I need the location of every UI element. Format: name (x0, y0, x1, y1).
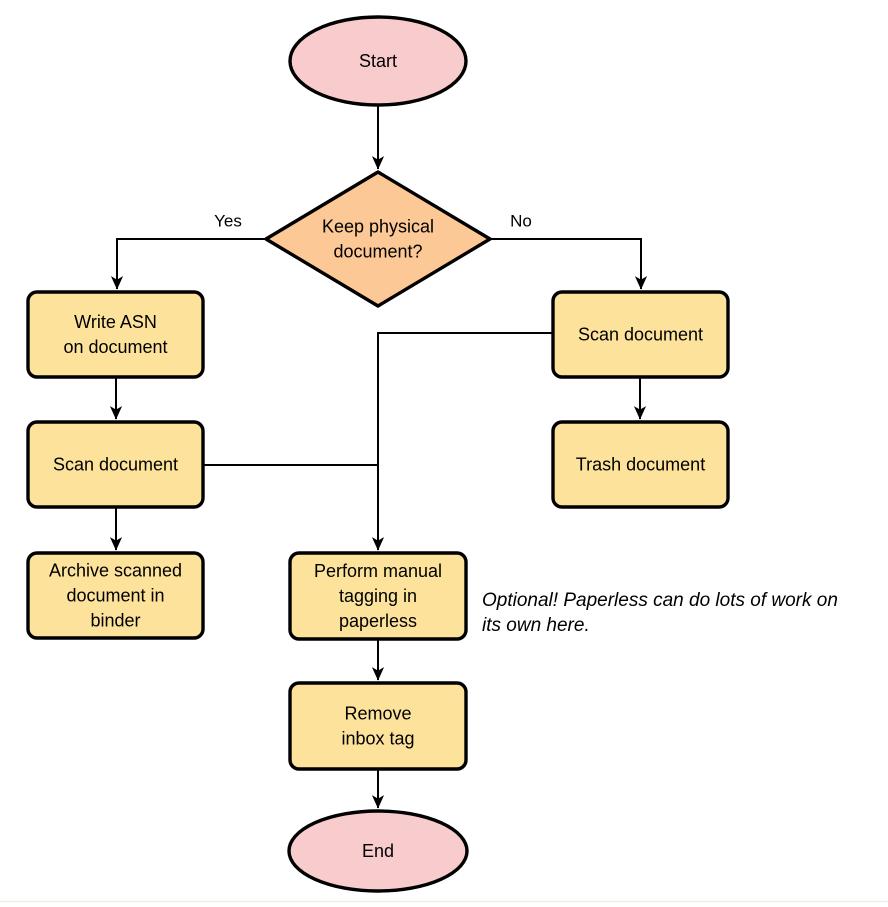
edge-label-no: No (510, 212, 532, 231)
trash-document-shape (551, 420, 730, 509)
annotation-optional-note: Optional! Paperless can do lots of work … (482, 588, 838, 638)
scan-document-left-shape (26, 420, 205, 509)
manual-tagging-shape (288, 551, 468, 641)
node-trash-document: Trash document (551, 420, 730, 509)
trash-document-label: Trash document (576, 455, 705, 475)
node-scan-document-right: Scan document (551, 290, 730, 379)
scan-document-right-label: Scan document (578, 325, 703, 345)
node-scan-document-left: Scan document (26, 420, 205, 509)
annotation-line-1: Optional! Paperless can do lots of work … (482, 590, 838, 611)
remove-inbox-tag-shape (288, 681, 468, 771)
end-shape (287, 809, 469, 893)
scan-document-right-shape (551, 290, 730, 379)
write-asn-shape (26, 290, 205, 379)
start-label: Start (359, 51, 397, 71)
edge-decision-to-write-asn (110, 238, 265, 290)
decision-keep-physical-shape (264, 170, 492, 308)
edge-scan-right-to-tagging (371, 332, 553, 551)
archive-scanned-shape (26, 551, 205, 640)
node-end: End (287, 809, 469, 893)
annotation-line-2: its own here. (482, 615, 590, 636)
scan-document-left-label: Scan document (53, 455, 178, 475)
edge-label-yes: Yes (214, 212, 242, 231)
start-shape (288, 15, 468, 107)
edge-decision-to-scan-right (490, 238, 648, 290)
node-start: Start (288, 15, 468, 107)
end-label: End (362, 841, 394, 861)
